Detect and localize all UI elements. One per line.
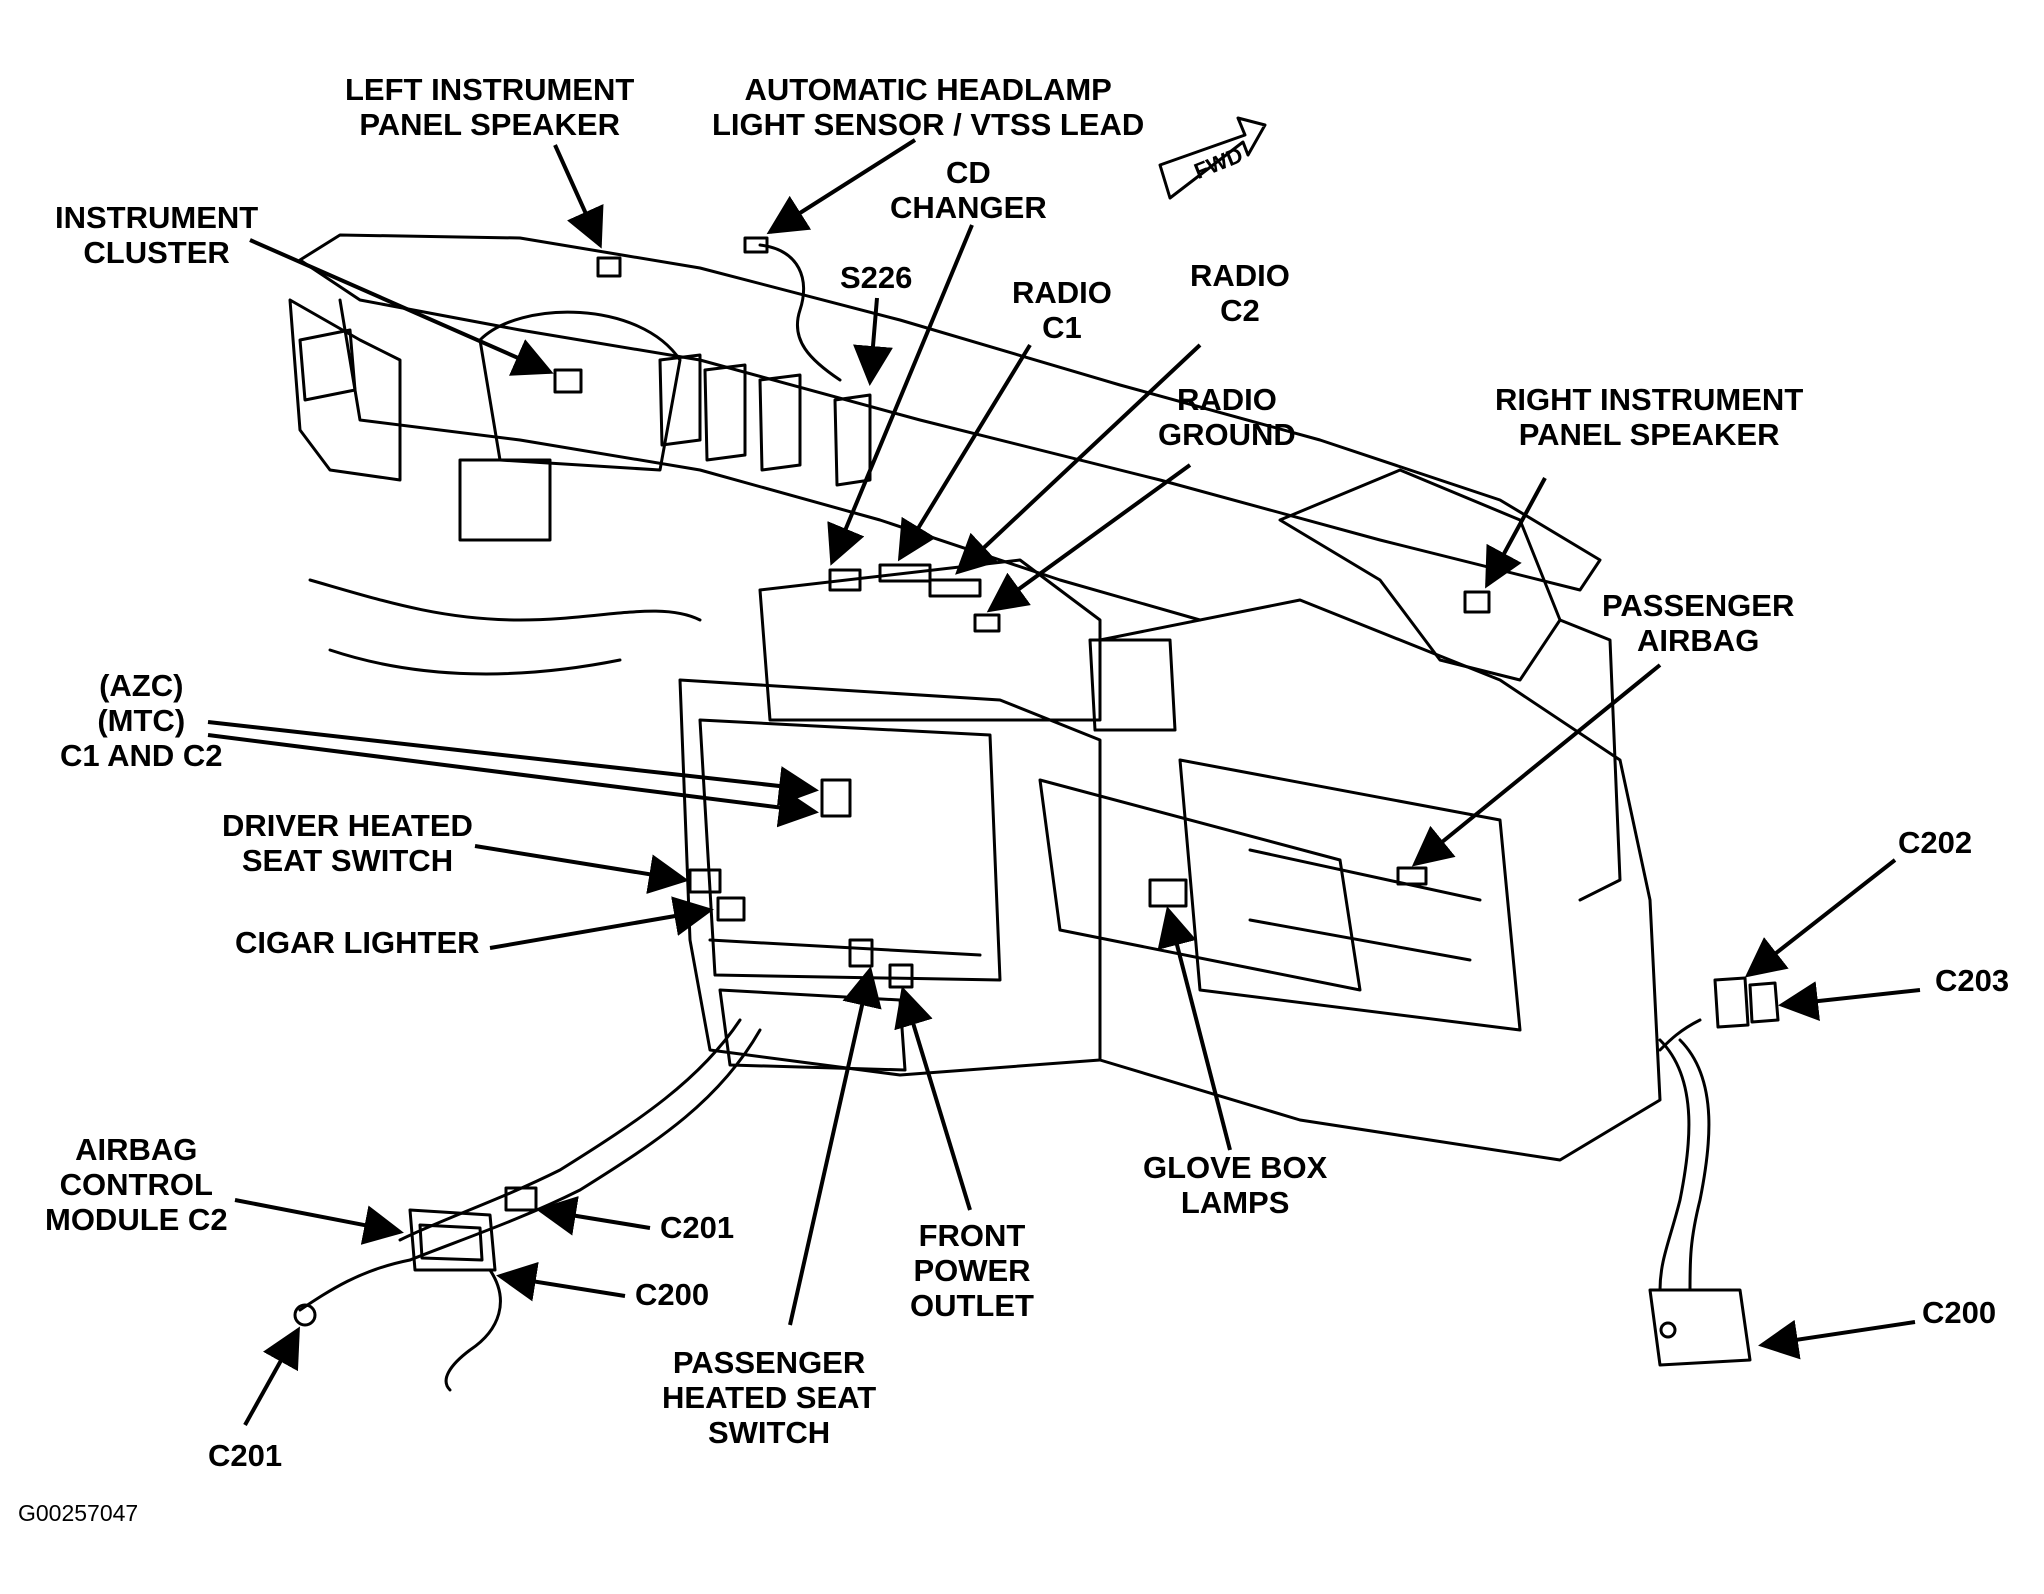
label-c200-left: C200 bbox=[635, 1277, 710, 1312]
label-c202: C202 bbox=[1898, 825, 1973, 860]
label-s226: S226 bbox=[840, 260, 913, 295]
label-c201-upper: C201 bbox=[660, 1210, 735, 1245]
label-c200-right: C200 bbox=[1922, 1295, 1997, 1330]
forward-arrow-icon: FWD bbox=[1158, 116, 1267, 200]
label-cigar-lighter: CIGAR LIGHTER bbox=[235, 925, 480, 960]
instrument-panel-illustration bbox=[288, 233, 1780, 1392]
label-c203: C203 bbox=[1935, 963, 2010, 998]
figure-id: G00257047 bbox=[18, 1500, 139, 1526]
label-c201-lower: C201 bbox=[208, 1438, 283, 1473]
leader-arrows bbox=[207, 138, 1921, 1426]
label-azc-mtc-c1-c2: (AZC)(MTC)C1 AND C2 bbox=[60, 668, 223, 773]
